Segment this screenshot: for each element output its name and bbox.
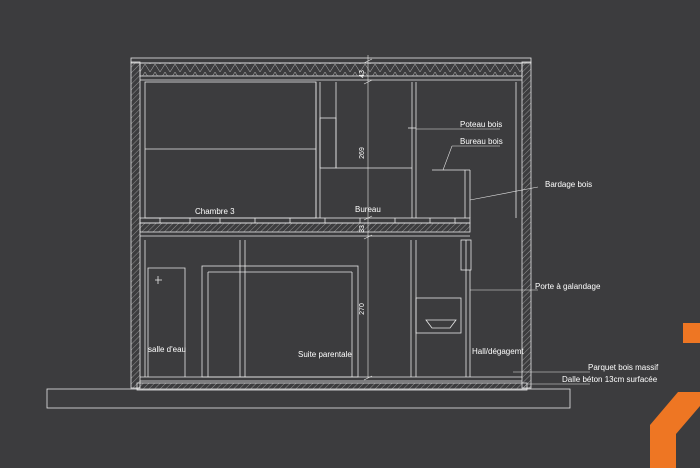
annotation-parquet: Parquet bois massif bbox=[588, 363, 659, 372]
roof-assembly bbox=[130, 57, 532, 81]
lower-rooms bbox=[140, 239, 522, 382]
annotation-poteau-bois: Poteau bois bbox=[460, 120, 502, 129]
room-hall: Hall/dégagemt bbox=[472, 347, 524, 356]
upper-rooms bbox=[144, 81, 517, 219]
upper-floor bbox=[139, 217, 471, 237]
annotation-dalle: Dalle béton 13cm surfacée bbox=[562, 375, 658, 384]
dimension-line bbox=[363, 55, 373, 381]
room-suite-parentale: Suite parentale bbox=[298, 350, 352, 359]
room-salle-eau: salle d'eau bbox=[148, 345, 186, 354]
orange-logo-mark bbox=[650, 323, 700, 468]
annotation-porte-galandage: Porte à galandage bbox=[535, 282, 601, 291]
room-bureau: Bureau bbox=[355, 205, 381, 214]
dim-lower: 270 bbox=[359, 303, 366, 315]
room-chambre-3: Chambre 3 bbox=[195, 207, 235, 216]
dim-upper: 269 bbox=[359, 147, 366, 159]
leader-lines bbox=[416, 128, 590, 385]
annotation-bardage-bois: Bardage bois bbox=[545, 180, 592, 189]
foundation bbox=[46, 382, 571, 409]
dim-roof: 43 bbox=[359, 70, 366, 78]
dim-floor: 33 bbox=[359, 225, 366, 233]
annotation-bureau-bois: Bureau bois bbox=[460, 137, 503, 146]
